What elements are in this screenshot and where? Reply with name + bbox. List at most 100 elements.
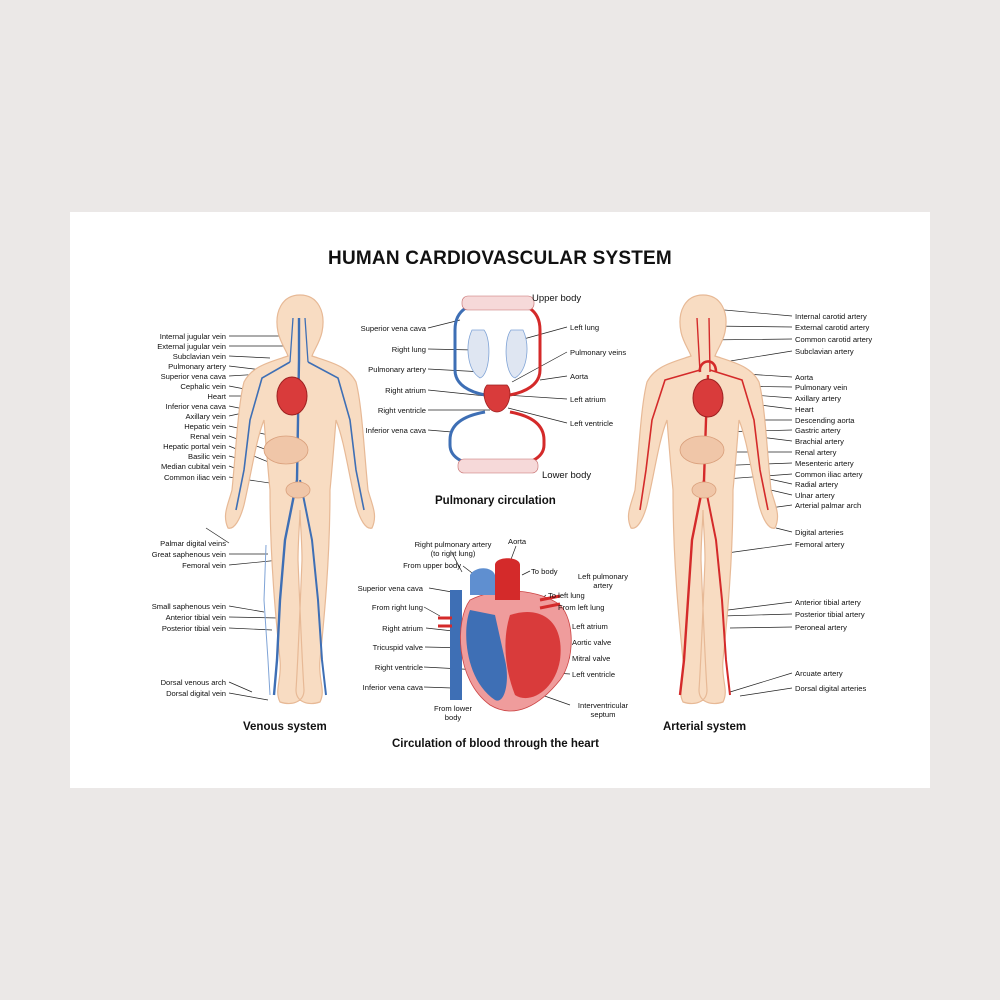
label-gastric-artery: Gastric artery (795, 425, 841, 435)
venous-body-figure (224, 294, 376, 705)
label-anterior-tibial-vein: Anterior tibial vein (165, 612, 226, 622)
page-title: HUMAN CARDIOVASCULAR SYSTEM (328, 248, 672, 269)
label-dorsal-digital-arteries: Dorsal digital arteries (795, 683, 867, 693)
leader-left-atrium (504, 394, 568, 400)
label-right-pulmonary-artery-to-right-lung: Right pulmonary artery (to right lung) (414, 539, 492, 558)
leader-dorsal-venous-arch (228, 681, 253, 693)
leader-left-lung (519, 326, 568, 341)
label-external-jugular-vein: External jugular vein (157, 341, 226, 351)
label-to-left-lung: To left lung (548, 590, 585, 600)
label-right-atrium: Right atrium (382, 623, 423, 633)
venous-caption: Venous system (243, 721, 327, 733)
label-from-lower-body: From lower body (434, 703, 472, 722)
label-from-right-lung: From right lung (371, 602, 423, 612)
pulmonary-circulation-diagram (448, 295, 546, 474)
label-aorta: Aorta (508, 536, 527, 546)
label-femoral-vein: Femoral vein (182, 560, 226, 570)
leader-subclavian-vein (228, 355, 271, 359)
label-dorsal-venous-arch: Dorsal venous arch (160, 677, 226, 687)
leader-dorsal-digital-arteries (739, 687, 793, 697)
leader-right-lung (427, 348, 475, 351)
leader-subclavian-artery (723, 350, 793, 363)
label-subclavian-artery: Subclavian artery (795, 346, 854, 356)
label-heart: Heart (795, 404, 814, 414)
label-superior-vena-cava: Superior vena cava (160, 371, 226, 381)
label-left-pulmonary-artery: Left pulmonary artery (577, 571, 629, 590)
leader-anterior-tibial-vein (228, 616, 279, 619)
label-superior-vena-cava: Superior vena cava (360, 323, 426, 333)
label-aorta: Aorta (570, 371, 589, 381)
label-axillary-artery: Axillary artery (795, 393, 841, 403)
leader-peroneal-artery (729, 626, 793, 629)
leader-to-body (521, 570, 531, 576)
label-right-atrium: Right atrium (385, 385, 426, 395)
label-common-iliac-vein: Common iliac vein (163, 472, 226, 482)
label-radial-artery: Radial artery (795, 479, 839, 489)
label-upper-body: Upper body (532, 292, 582, 304)
label-aortic-valve: Aortic valve (572, 637, 612, 647)
label-internal-carotid-artery: Internal carotid artery (795, 311, 867, 321)
label-cephalic-vein: Cephalic vein (180, 381, 226, 391)
label-heart: Heart (207, 391, 226, 401)
label-posterior-tibial-artery: Posterior tibial artery (795, 609, 865, 619)
label-ulnar-artery: Ulnar artery (795, 490, 835, 500)
label-aorta: Aorta (795, 372, 814, 382)
label-from-upper-body: From upper body (403, 560, 461, 570)
label-arterial-palmar-arch: Arterial palmar arch (795, 500, 862, 510)
label-right-ventricle: Right ventricle (374, 662, 423, 672)
label-hepatic-vein: Hepatic vein (184, 421, 226, 431)
leader-dorsal-digital-vein (228, 692, 269, 701)
label-renal-artery: Renal artery (795, 447, 837, 457)
label-left-ventricle: Left ventricle (570, 418, 614, 428)
leader-superior-vena-cava (428, 587, 453, 593)
label-interventricular-septum: Interventricular septum (577, 700, 629, 719)
label-to-body: To body (531, 566, 558, 576)
label-posterior-tibial-vein: Posterior tibial vein (161, 623, 226, 633)
heart-caption: Circulation of blood through the heart (392, 738, 599, 750)
label-digital-arteries: Digital arteries (795, 527, 844, 537)
leader-small-saphenous-vein (228, 605, 265, 613)
label-left-atrium: Left atrium (570, 394, 606, 404)
label-left-lung: Left lung (570, 322, 600, 332)
label-superior-vena-cava: Superior vena cava (357, 583, 423, 593)
label-peroneal-artery: Peroneal artery (795, 622, 847, 632)
label-axillary-vein: Axillary vein (185, 411, 226, 421)
label-pulmonary-vein: Pulmonary vein (795, 382, 848, 392)
label-inferior-vena-cava: Inferior vena cava (365, 425, 426, 435)
leader-posterior-tibial-artery (721, 613, 793, 617)
label-mitral-valve: Mitral valve (572, 653, 611, 663)
leader-inferior-vena-cava (423, 686, 453, 689)
arterial-body-figure (627, 294, 779, 705)
label-dorsal-digital-vein: Dorsal digital vein (166, 688, 226, 698)
label-pulmonary-veins: Pulmonary veins (570, 347, 627, 357)
label-basilic-vein: Basilic vein (188, 451, 226, 461)
label-internal-jugular-vein: Internal jugular vein (159, 331, 226, 341)
label-brachial-artery: Brachial artery (795, 436, 844, 446)
label-right-lung: Right lung (391, 344, 426, 354)
label-common-iliac-artery: Common iliac artery (795, 469, 863, 479)
leader-right-atrium (427, 389, 487, 397)
label-mesenteric-artery: Mesenteric artery (795, 458, 854, 468)
label-descending-aorta: Descending aorta (795, 415, 855, 425)
label-pulmonary-artery: Pulmonary artery (368, 364, 426, 374)
leader-arcuate-artery (729, 672, 793, 693)
label-pulmonary-artery: Pulmonary artery (168, 361, 226, 371)
label-lower-body: Lower body (542, 469, 592, 481)
label-tricuspid-valve: Tricuspid valve (372, 642, 423, 652)
leader-aorta (539, 375, 568, 381)
leader-right-pulmonary-artery-to-right-lung (451, 552, 463, 573)
arterial-caption: Arterial system (663, 721, 747, 733)
label-common-carotid-artery: Common carotid artery (795, 334, 873, 344)
leader-digital-arteries (775, 527, 793, 533)
leader-inferior-vena-cava (427, 429, 453, 433)
label-external-carotid-artery: External carotid artery (795, 322, 870, 332)
label-femoral-artery: Femoral artery (795, 539, 845, 549)
label-inferior-vena-cava: Inferior vena cava (165, 401, 226, 411)
leader-left-ventricle (507, 407, 568, 424)
label-renal-vein: Renal vein (190, 431, 226, 441)
label-arcuate-artery: Arcuate artery (795, 668, 843, 678)
label-small-saphenous-vein: Small saphenous vein (151, 601, 226, 611)
heart-cross-section-diagram (438, 558, 572, 712)
label-left-atrium: Left atrium (572, 621, 608, 631)
